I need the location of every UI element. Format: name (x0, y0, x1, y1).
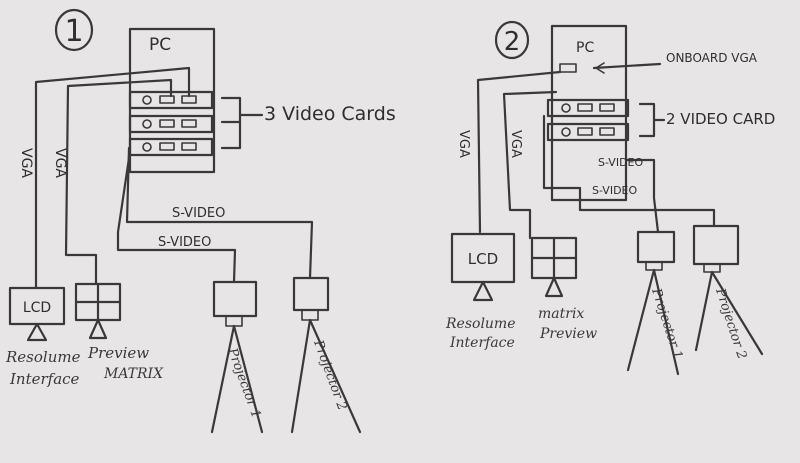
matrix-caption-1b: MATRIX (103, 366, 164, 382)
pc-label-1: PC (149, 35, 171, 55)
vga-cable-matrix-2 (502, 90, 558, 240)
setup-1-number: 1 (64, 14, 83, 49)
video-cards-label-2: 2 VIDEO CARD (666, 110, 775, 128)
svideo-label-1b: S-VIDEO (158, 235, 211, 250)
onboard-vga-arrowhead (595, 62, 605, 74)
projector-2-setup-1 (290, 276, 362, 434)
matrix-caption-1a: Preview (87, 344, 149, 362)
lcd-stand-2 (472, 280, 494, 302)
projector-1-setup-2 (626, 230, 680, 376)
svideo-cable-projector1-1 (116, 156, 237, 284)
lcd-caption-1a: Resolume (5, 348, 81, 366)
vga-label-1a: VGA (18, 148, 34, 178)
vga-cable-lcd-2 (476, 70, 562, 234)
onboard-vga-port (559, 63, 577, 73)
vga-label-2b: VGA (508, 130, 523, 158)
svideo-cable-projector2-1 (125, 146, 314, 280)
circle-1-outline (54, 8, 94, 52)
preview-matrix-1 (74, 282, 122, 340)
onboard-vga-pointer (592, 62, 662, 70)
video-cards-bracket-1 (220, 96, 264, 150)
video-cards-label-1: 3 Video Cards (264, 103, 396, 125)
lcd-caption-1b: Interface (9, 370, 80, 388)
svideo-cable-projector2-2 (542, 114, 716, 228)
svideo-label-2b: S-VIDEO (592, 184, 637, 197)
lcd-caption-2a: Resolume (445, 316, 516, 332)
setup-1: 1 PC 3 Video Cards VGA VGA (5, 8, 396, 434)
setup-2-number: 2 (504, 27, 521, 57)
pc-label-2: PC (576, 40, 594, 56)
video-cards-bracket-2 (638, 102, 666, 138)
pc-tower-2 (550, 24, 628, 202)
setup-2: 2 PC ONBOARD VGA 2 VIDEO CARD VGA VGA (445, 20, 775, 376)
svideo-label-2a: S-VIDEO (598, 156, 643, 169)
lcd-label-1: LCD (23, 300, 51, 316)
projector-1-label-1: Projector 1 (224, 345, 264, 420)
lcd-caption-2b: Interface (449, 335, 515, 351)
circle-2-outline (494, 20, 530, 60)
vga-cable-lcd-1 (34, 66, 191, 290)
preview-matrix-2 (530, 236, 578, 298)
matrix-caption-2a: matrix (538, 306, 584, 322)
projector-2-label-1: Projector 2 (310, 337, 350, 412)
projector-2-setup-2 (692, 224, 764, 356)
video-cards-1 (128, 90, 214, 157)
video-cards-2 (546, 98, 630, 142)
lcd-label-2: LCD (468, 250, 498, 268)
matrix-caption-2b: Preview (539, 326, 597, 342)
svideo-label-1a: S-VIDEO (172, 206, 225, 221)
projector-1-label-2: Projector 1 (648, 286, 685, 361)
lcd-stand-1 (26, 322, 48, 342)
vga-cable-matrix-1 (64, 78, 173, 286)
vga-label-2a: VGA (456, 130, 471, 158)
vga-label-1b: VGA (52, 148, 68, 178)
svideo-cable-projector1-2 (624, 158, 660, 234)
projector-1-setup-1 (210, 280, 264, 434)
onboard-vga-label: ONBOARD VGA (666, 51, 758, 65)
